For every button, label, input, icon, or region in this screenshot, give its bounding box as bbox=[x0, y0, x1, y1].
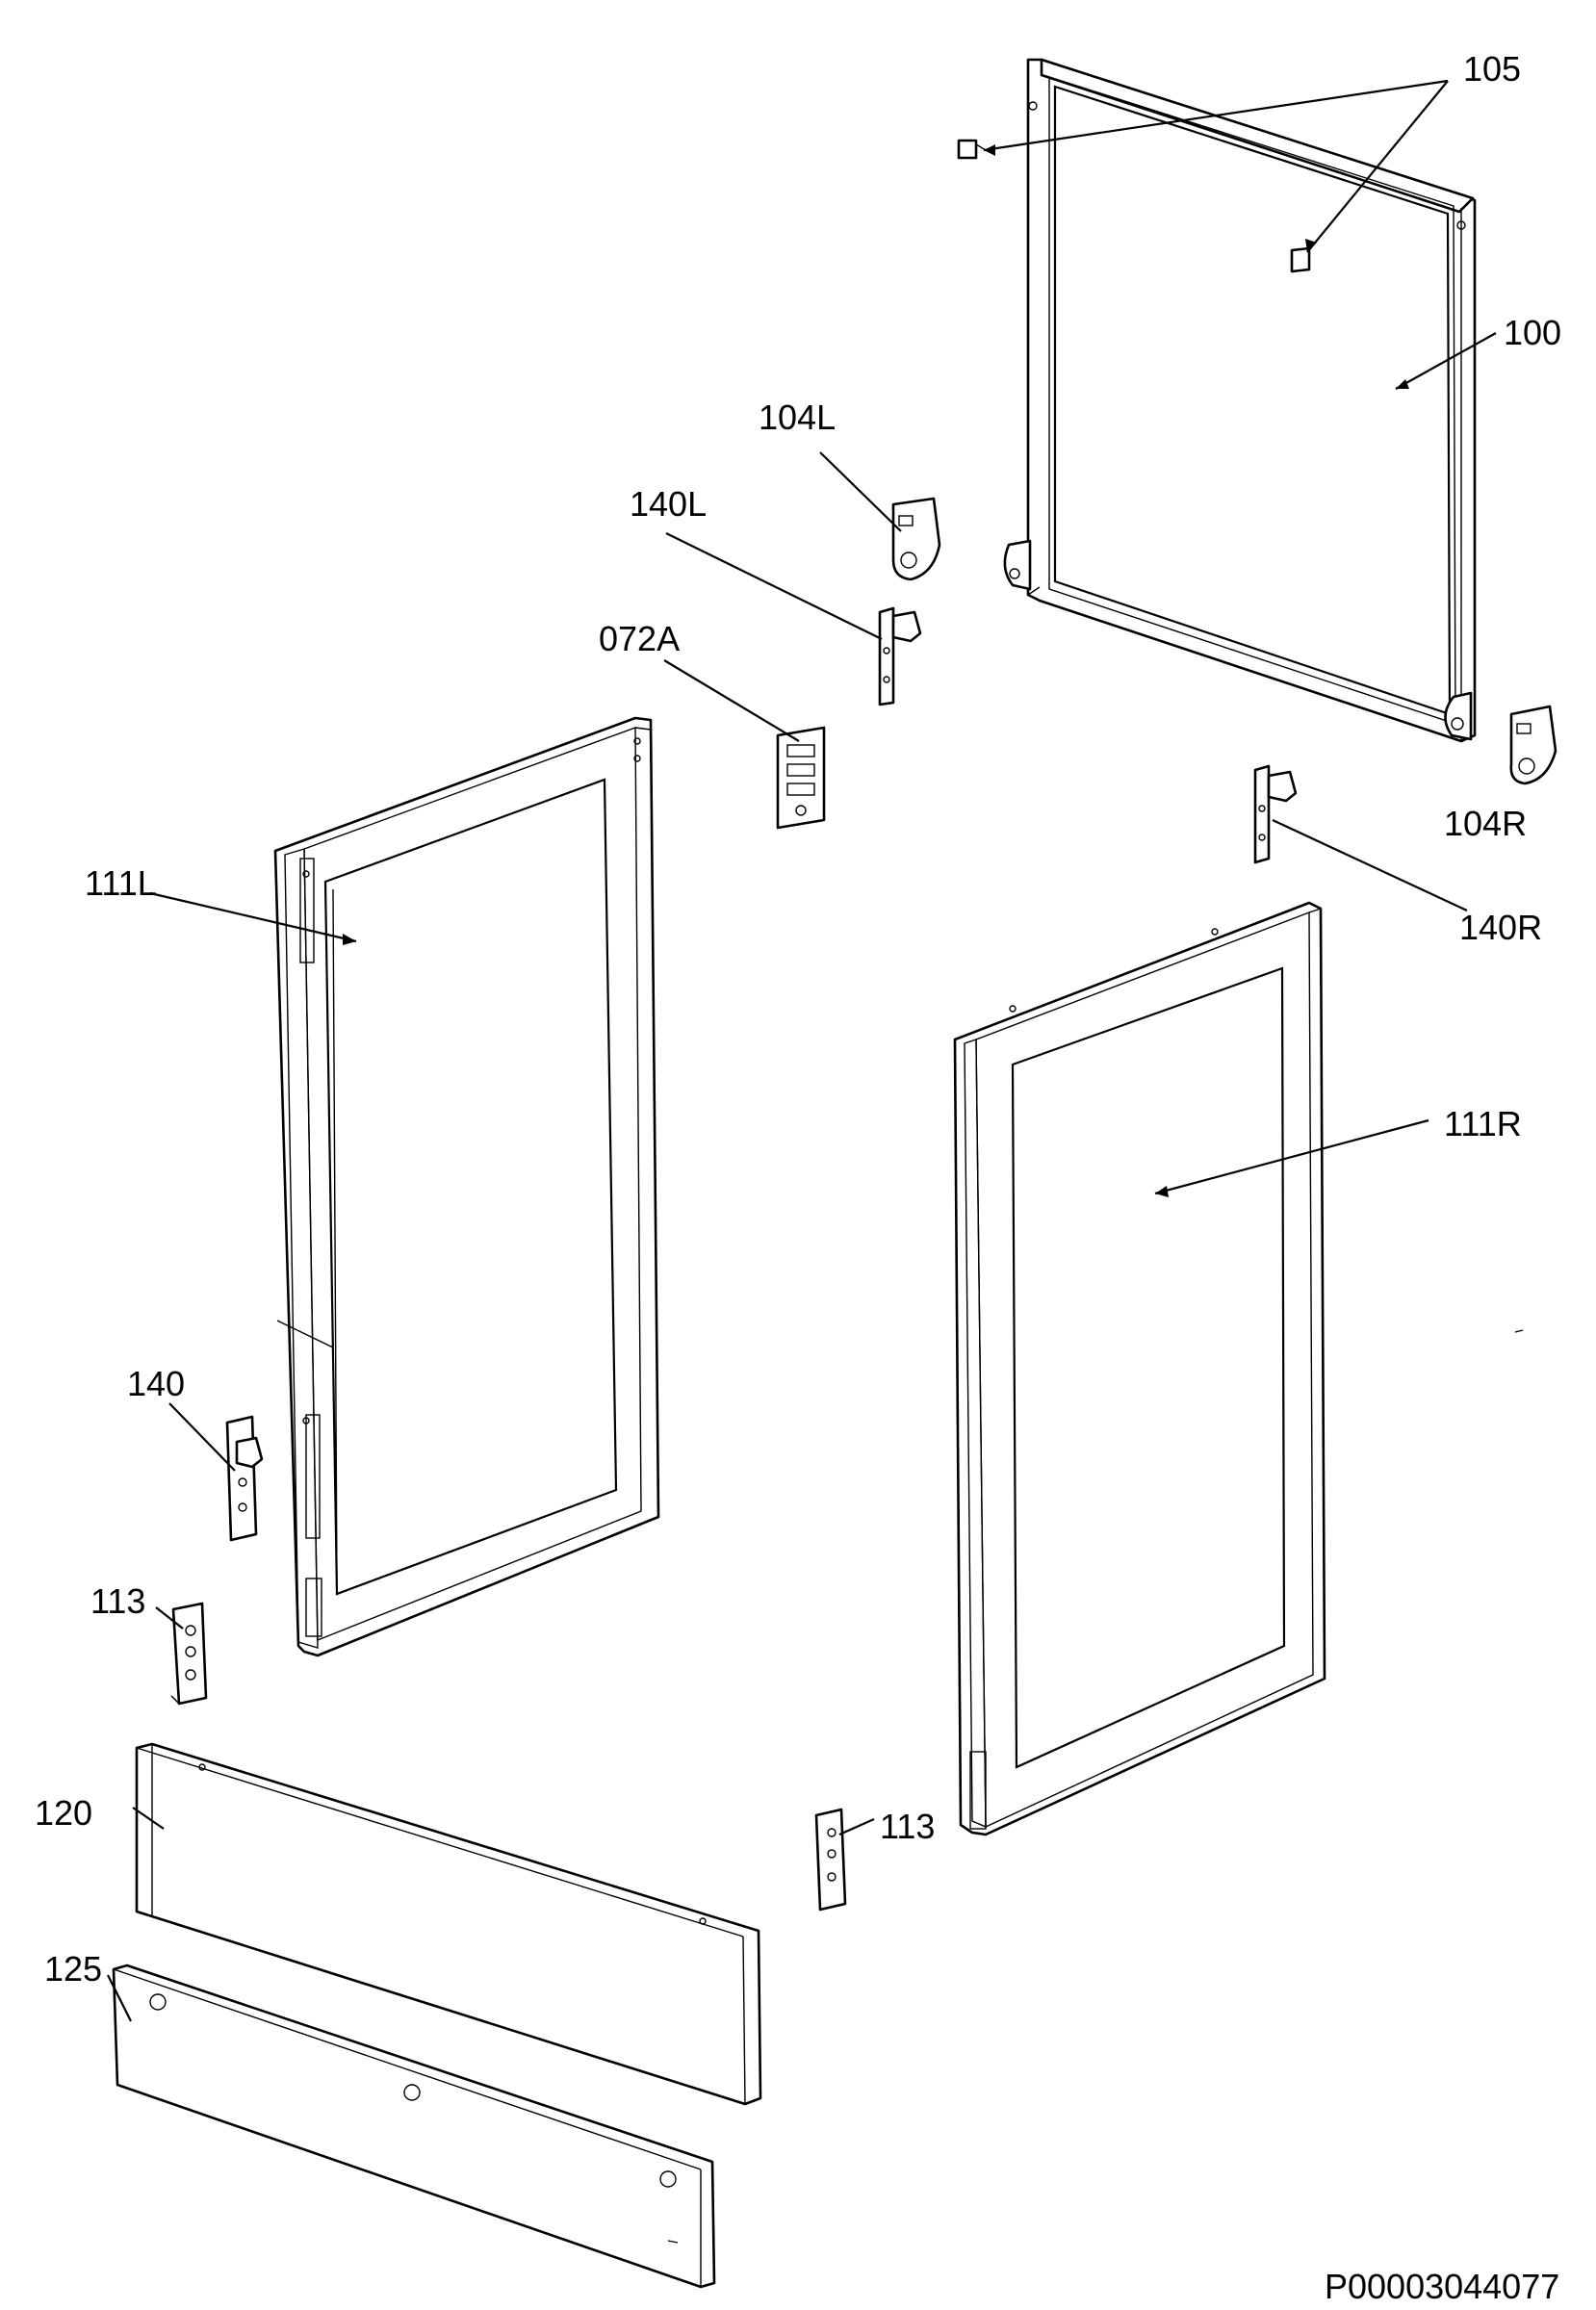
leader-120 bbox=[132, 1807, 165, 1830]
arrowhead-111L bbox=[343, 934, 356, 945]
label-111L: 111L bbox=[85, 863, 157, 903]
part-104L-bracket bbox=[891, 497, 941, 581]
label-105: 105 bbox=[1463, 49, 1521, 89]
arrowhead-111R bbox=[1155, 1186, 1169, 1197]
part-140-hinge bbox=[225, 1415, 264, 1542]
label-120: 120 bbox=[35, 1793, 92, 1833]
part-105-clip-left bbox=[957, 139, 987, 160]
label-104R: 104R bbox=[1444, 804, 1527, 843]
leader-lines bbox=[107, 79, 1497, 2022]
part-104R-bracket bbox=[1509, 705, 1557, 785]
part-125-kick-panel bbox=[112, 1964, 716, 2289]
label-104L: 104L bbox=[759, 398, 836, 437]
leader-111R bbox=[1154, 1118, 1429, 1195]
drawing-code: P00003044077 bbox=[1325, 2267, 1559, 2306]
leader-140L bbox=[665, 532, 883, 640]
part-100-panel-frame bbox=[1003, 58, 1477, 743]
leader-140R bbox=[1272, 819, 1468, 911]
part-140L-hinge bbox=[878, 606, 922, 706]
callout-labels: 105 100 104L 140L 072A 104R 140R 111L 11… bbox=[35, 49, 1561, 2306]
leader-125 bbox=[107, 1974, 132, 2022]
leader-104L bbox=[819, 451, 902, 532]
arrowhead-100 bbox=[1396, 379, 1409, 389]
leader-113-left bbox=[155, 1606, 184, 1630]
leader-100 bbox=[1395, 332, 1497, 390]
part-105-clip-center bbox=[1290, 246, 1311, 273]
part-111R-right-door bbox=[953, 901, 1524, 1836]
arrowhead-105-a bbox=[984, 144, 995, 156]
part-072A-latch bbox=[776, 726, 826, 830]
part-120-plinth-panel bbox=[135, 1742, 762, 2106]
label-113-right: 113 bbox=[880, 1807, 935, 1846]
label-140: 140 bbox=[127, 1364, 185, 1403]
part-113-right-hinge bbox=[814, 1808, 847, 1912]
leader-113-right bbox=[838, 1817, 875, 1836]
leader-072A bbox=[663, 659, 800, 742]
leader-105-a bbox=[983, 79, 1449, 152]
label-113-left: 113 bbox=[90, 1581, 145, 1621]
leader-140 bbox=[168, 1402, 236, 1472]
part-111L-left-door bbox=[273, 716, 660, 1657]
label-072A: 072A bbox=[599, 619, 680, 658]
leader-105-b bbox=[1306, 80, 1449, 253]
part-140R-hinge bbox=[1253, 764, 1298, 864]
part-113-left-hinge bbox=[170, 1602, 208, 1706]
label-140L: 140L bbox=[630, 484, 707, 524]
leader-111L bbox=[149, 891, 357, 943]
label-100: 100 bbox=[1504, 313, 1561, 352]
arrowhead-105-b bbox=[1305, 239, 1317, 252]
label-140R: 140R bbox=[1459, 908, 1542, 947]
label-111R: 111R bbox=[1444, 1104, 1522, 1143]
label-125: 125 bbox=[44, 1949, 102, 1989]
